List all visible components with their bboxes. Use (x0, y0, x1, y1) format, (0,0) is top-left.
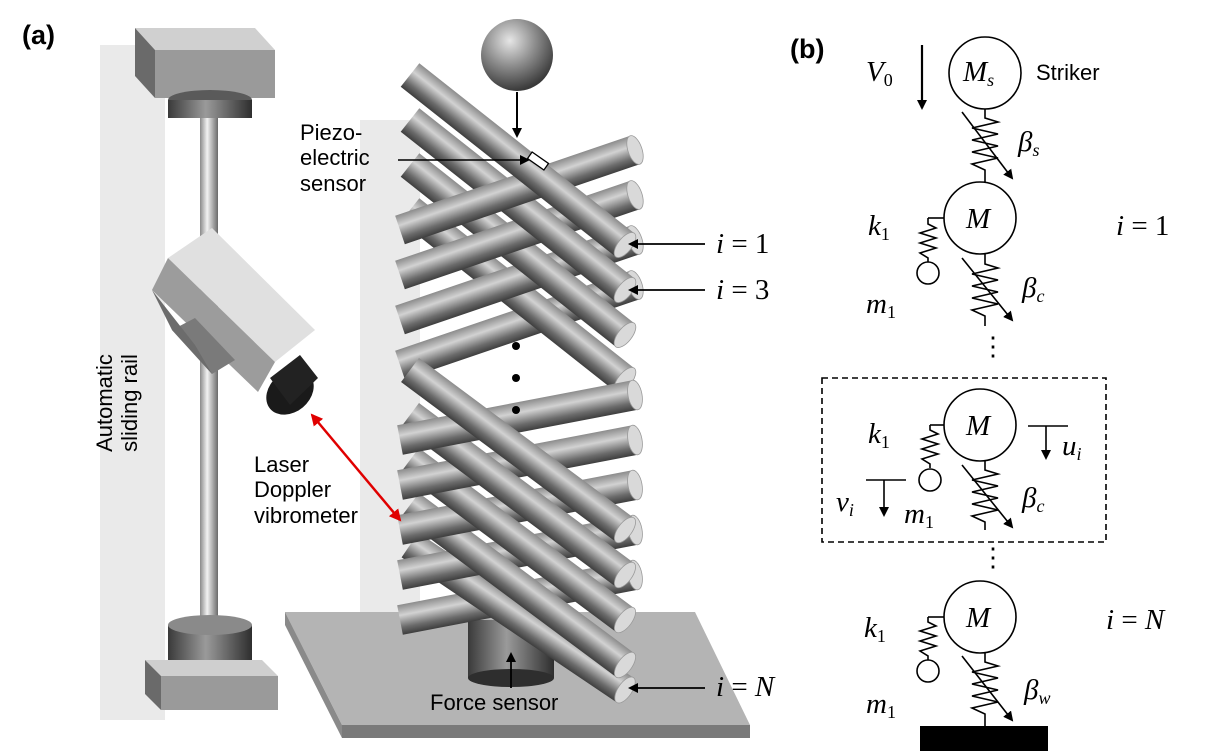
rod (401, 447, 636, 634)
v0-label: V0 (866, 56, 893, 91)
m1-label-1: m1 (866, 288, 896, 323)
beta-s-label: βs (1018, 126, 1040, 161)
rail-bottom-block (145, 615, 278, 710)
index-label-n: i = N (716, 671, 775, 703)
k1-label-n: k1 (864, 612, 886, 647)
rail-top-block (135, 28, 275, 118)
m1-label-i: m1 (904, 498, 934, 533)
rod (401, 402, 636, 589)
rod (401, 492, 636, 679)
rod (395, 135, 644, 245)
mass-1-label: M (966, 203, 991, 235)
index-label-3: i = 3 (716, 274, 770, 306)
ground-wall (920, 726, 1048, 751)
mass-n-label: M (966, 602, 991, 634)
striker-label: Striker (1036, 60, 1100, 85)
unit-cell-box (821, 377, 1107, 543)
k1-label-i: k1 (868, 418, 890, 453)
index-label-b-n: i = N (1106, 604, 1165, 636)
laser-beam-arrow (310, 413, 402, 522)
ellipsis-2: ⋮ (980, 543, 1006, 572)
ellipsis-1: ⋮ (980, 332, 1006, 361)
rod (397, 379, 643, 455)
laser-vibrometer (152, 228, 318, 415)
m1-label-n: m1 (866, 688, 896, 723)
beta-c-label-i: βc (1022, 482, 1045, 517)
panel-a-label: (a) (22, 20, 55, 50)
k1-label-1: k1 (868, 210, 890, 245)
rail-pole (200, 118, 218, 633)
beta-c-label-1: βc (1022, 272, 1045, 307)
mass-i-label: M (966, 410, 991, 442)
panel-b-label: (b) (790, 34, 825, 64)
force-sensor-label: Force sensor (430, 690, 559, 715)
rod (401, 357, 636, 544)
index-label-b-1: i = 1 (1116, 210, 1170, 242)
rod-stack (395, 63, 644, 704)
spring-model (821, 36, 1107, 726)
striker-ball (481, 19, 553, 91)
ms-label: Ms (963, 56, 995, 91)
ui-label: ui (1062, 430, 1082, 465)
beta-w-label: βw (1024, 674, 1051, 709)
stack-ellipsis (512, 342, 520, 414)
vi-label: vi (836, 486, 854, 521)
index-label-1: i = 1 (716, 228, 770, 260)
